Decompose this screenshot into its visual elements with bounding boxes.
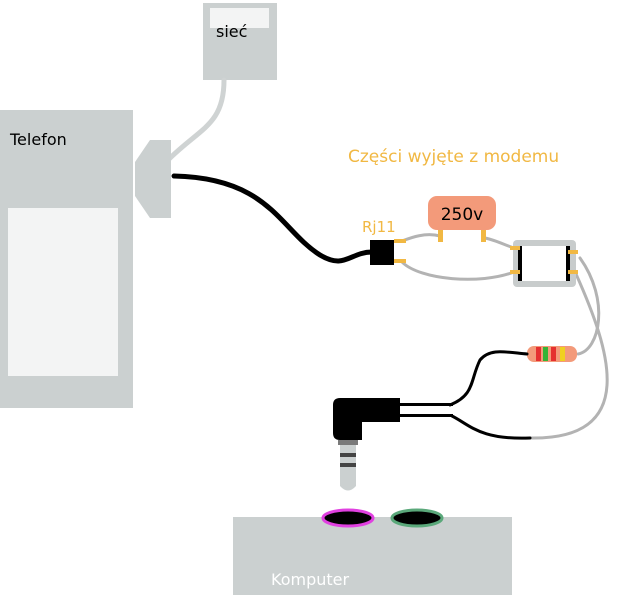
network-cable (165, 77, 227, 163)
phone-device: Telefon (0, 110, 171, 408)
phone-cable (171, 173, 375, 264)
computer: Komputer (233, 508, 512, 595)
network-label: sieć (216, 22, 247, 41)
modem-gray-wires (400, 233, 609, 440)
rj11-connector: Rj11 (362, 218, 406, 265)
rj11-label: Rj11 (362, 218, 396, 236)
audio-plug (333, 398, 453, 491)
computer-label: Komputer (271, 570, 349, 589)
line-in-jack (390, 508, 444, 528)
mic-jack (321, 508, 375, 528)
network-box: sieć (203, 3, 277, 80)
resistor (527, 346, 577, 362)
phone-label: Telefon (9, 130, 67, 149)
capacitor: 250v (428, 196, 496, 242)
capacitor-label: 250v (441, 205, 484, 225)
modem-parts-label: Części wyjęte z modemu (348, 147, 559, 167)
transformer (510, 240, 578, 287)
audio-black-wires (448, 350, 532, 440)
phone-port (135, 140, 171, 218)
